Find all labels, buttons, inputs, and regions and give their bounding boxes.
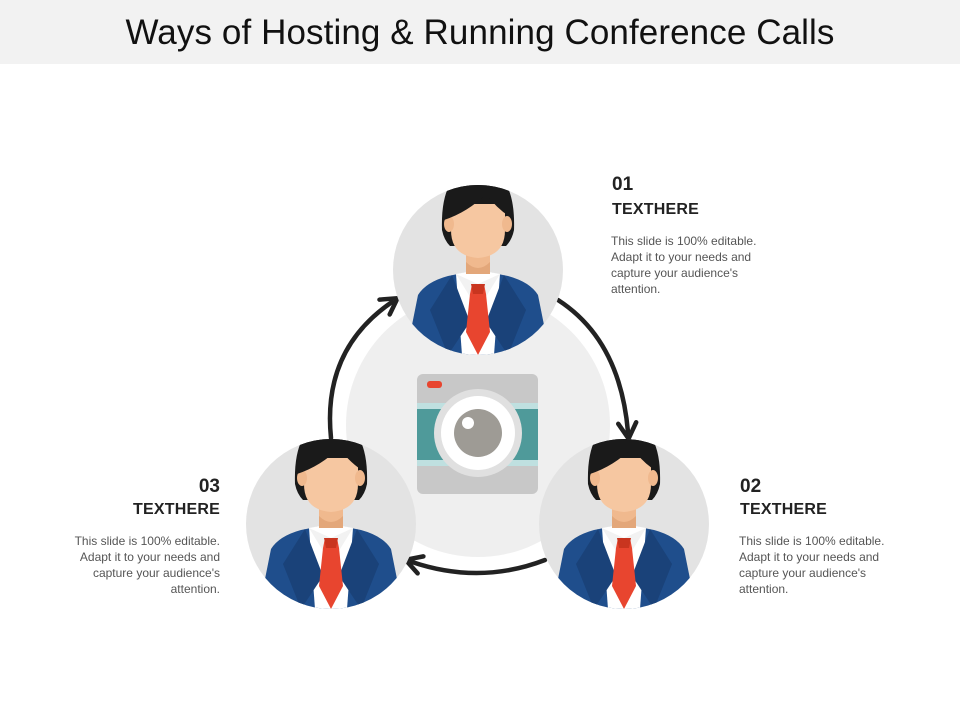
item-description: This slide is 100% editable. Adapt it to… [739, 534, 885, 596]
cycle-arrow-icon [555, 297, 639, 441]
camera-icon [417, 374, 538, 494]
item-description: This slide is 100% editable. Adapt it to… [74, 534, 220, 596]
item-description: This slide is 100% editable. Adapt it to… [611, 234, 757, 296]
item-number: 03 [198, 476, 220, 497]
businessman-icon [246, 439, 416, 609]
item-number: 01 [612, 174, 634, 195]
businessman-icon [539, 439, 709, 609]
cycle-arrow-icon [327, 295, 400, 441]
cycle-arrow-icon [403, 554, 548, 576]
page-title: Ways of Hosting & Running Conference Cal… [125, 13, 835, 52]
item-heading: TEXTHERE [133, 501, 220, 518]
item-heading: TEXTHERE [740, 501, 827, 518]
businessman-icon [393, 185, 563, 355]
item-number: 02 [740, 476, 762, 497]
title-bar [0, 0, 960, 64]
item-heading: TEXTHERE [612, 201, 699, 218]
